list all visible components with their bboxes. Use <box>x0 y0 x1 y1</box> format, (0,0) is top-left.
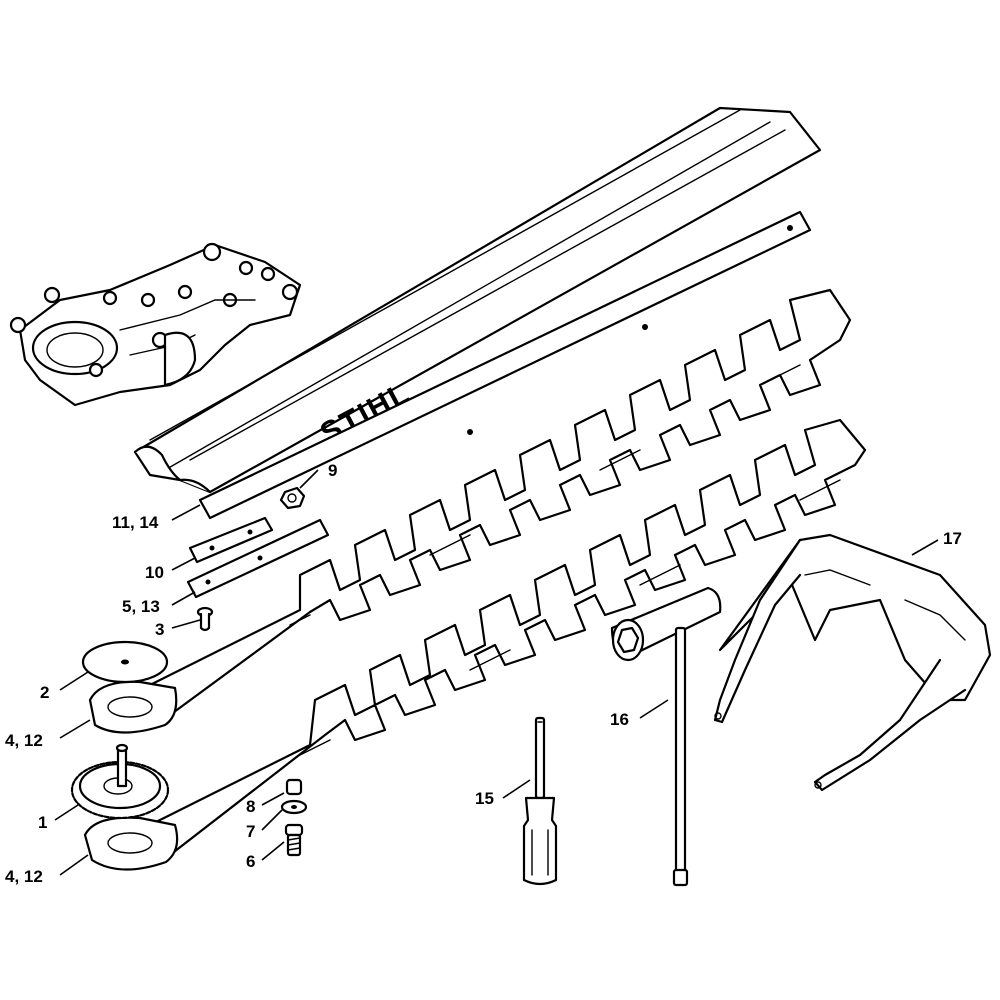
callout-9: 9 <box>328 461 337 480</box>
upper-cutting-blade <box>88 288 852 734</box>
callout-1: 1 <box>38 813 47 832</box>
plate-part-5-13 <box>186 518 330 599</box>
callout-4-12-top: 4, 12 <box>5 731 43 750</box>
blade-guard: STIHL <box>133 106 822 494</box>
callout-4-12-bottom: 4, 12 <box>5 867 43 886</box>
plate-part-10 <box>188 516 274 564</box>
lower-cutting-blade <box>83 418 867 871</box>
callout-labels: 9 11, 14 10 5, 13 3 2 4, 12 1 4, 12 8 7 … <box>5 461 962 886</box>
washer-part-7 <box>280 799 308 815</box>
disc-washer-part-2 <box>81 640 169 684</box>
callout-3: 3 <box>155 620 164 639</box>
callout-6: 6 <box>246 852 255 871</box>
safety-glasses-part-17 <box>713 533 992 792</box>
callout-8: 8 <box>246 797 255 816</box>
nut-part-8 <box>285 778 303 796</box>
backing-strip <box>198 210 812 520</box>
screw-part-6 <box>284 823 304 857</box>
callout-10: 10 <box>145 563 164 582</box>
callout-2: 2 <box>40 683 49 702</box>
gear-part-1 <box>70 743 170 820</box>
gearbox-housing <box>9 242 302 407</box>
callout-17: 17 <box>943 529 962 548</box>
screwdriver-part-15 <box>522 716 558 886</box>
screw-part-3 <box>196 606 214 632</box>
nut-part-9 <box>279 486 306 510</box>
callout-5-13: 5, 13 <box>122 597 160 616</box>
combination-wrench-part-16 <box>610 586 722 887</box>
callout-7: 7 <box>246 822 255 841</box>
callout-11-14: 11, 14 <box>112 513 159 532</box>
callout-16: 16 <box>610 710 629 729</box>
leader-lines <box>54 469 939 876</box>
callout-15: 15 <box>475 789 494 808</box>
